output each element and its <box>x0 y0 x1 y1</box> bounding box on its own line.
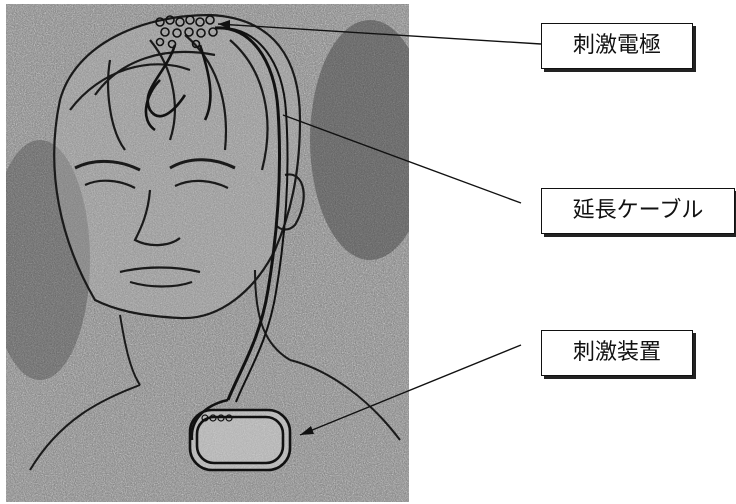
label-electrode: 刺激電極 <box>541 23 693 69</box>
label-electrode-text: 刺激電極 <box>572 33 661 58</box>
stimulator-device <box>188 398 292 472</box>
lead-wires <box>144 44 212 132</box>
leader-lines <box>217 23 542 436</box>
leader-electrode <box>217 23 542 45</box>
electrode-array <box>155 15 218 49</box>
head <box>53 13 305 320</box>
label-device-text: 刺激装置 <box>572 340 661 365</box>
label-cable-text: 延長ケーブル <box>572 198 704 223</box>
leader-cable <box>282 114 522 204</box>
arrowheads <box>218 20 314 435</box>
torso <box>29 269 401 471</box>
label-cable: 延長ケーブル <box>541 188 735 234</box>
extension-cable <box>214 26 282 401</box>
label-device: 刺激装置 <box>541 330 693 376</box>
leader-device <box>299 344 522 436</box>
patient-photo <box>6 4 409 502</box>
